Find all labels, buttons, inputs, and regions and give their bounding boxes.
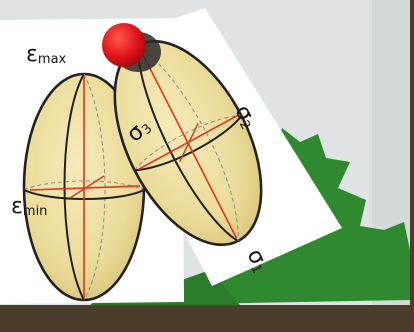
label-epsilon-min: εmin [11,196,47,218]
label-epsilon-max: εmax [26,44,66,66]
